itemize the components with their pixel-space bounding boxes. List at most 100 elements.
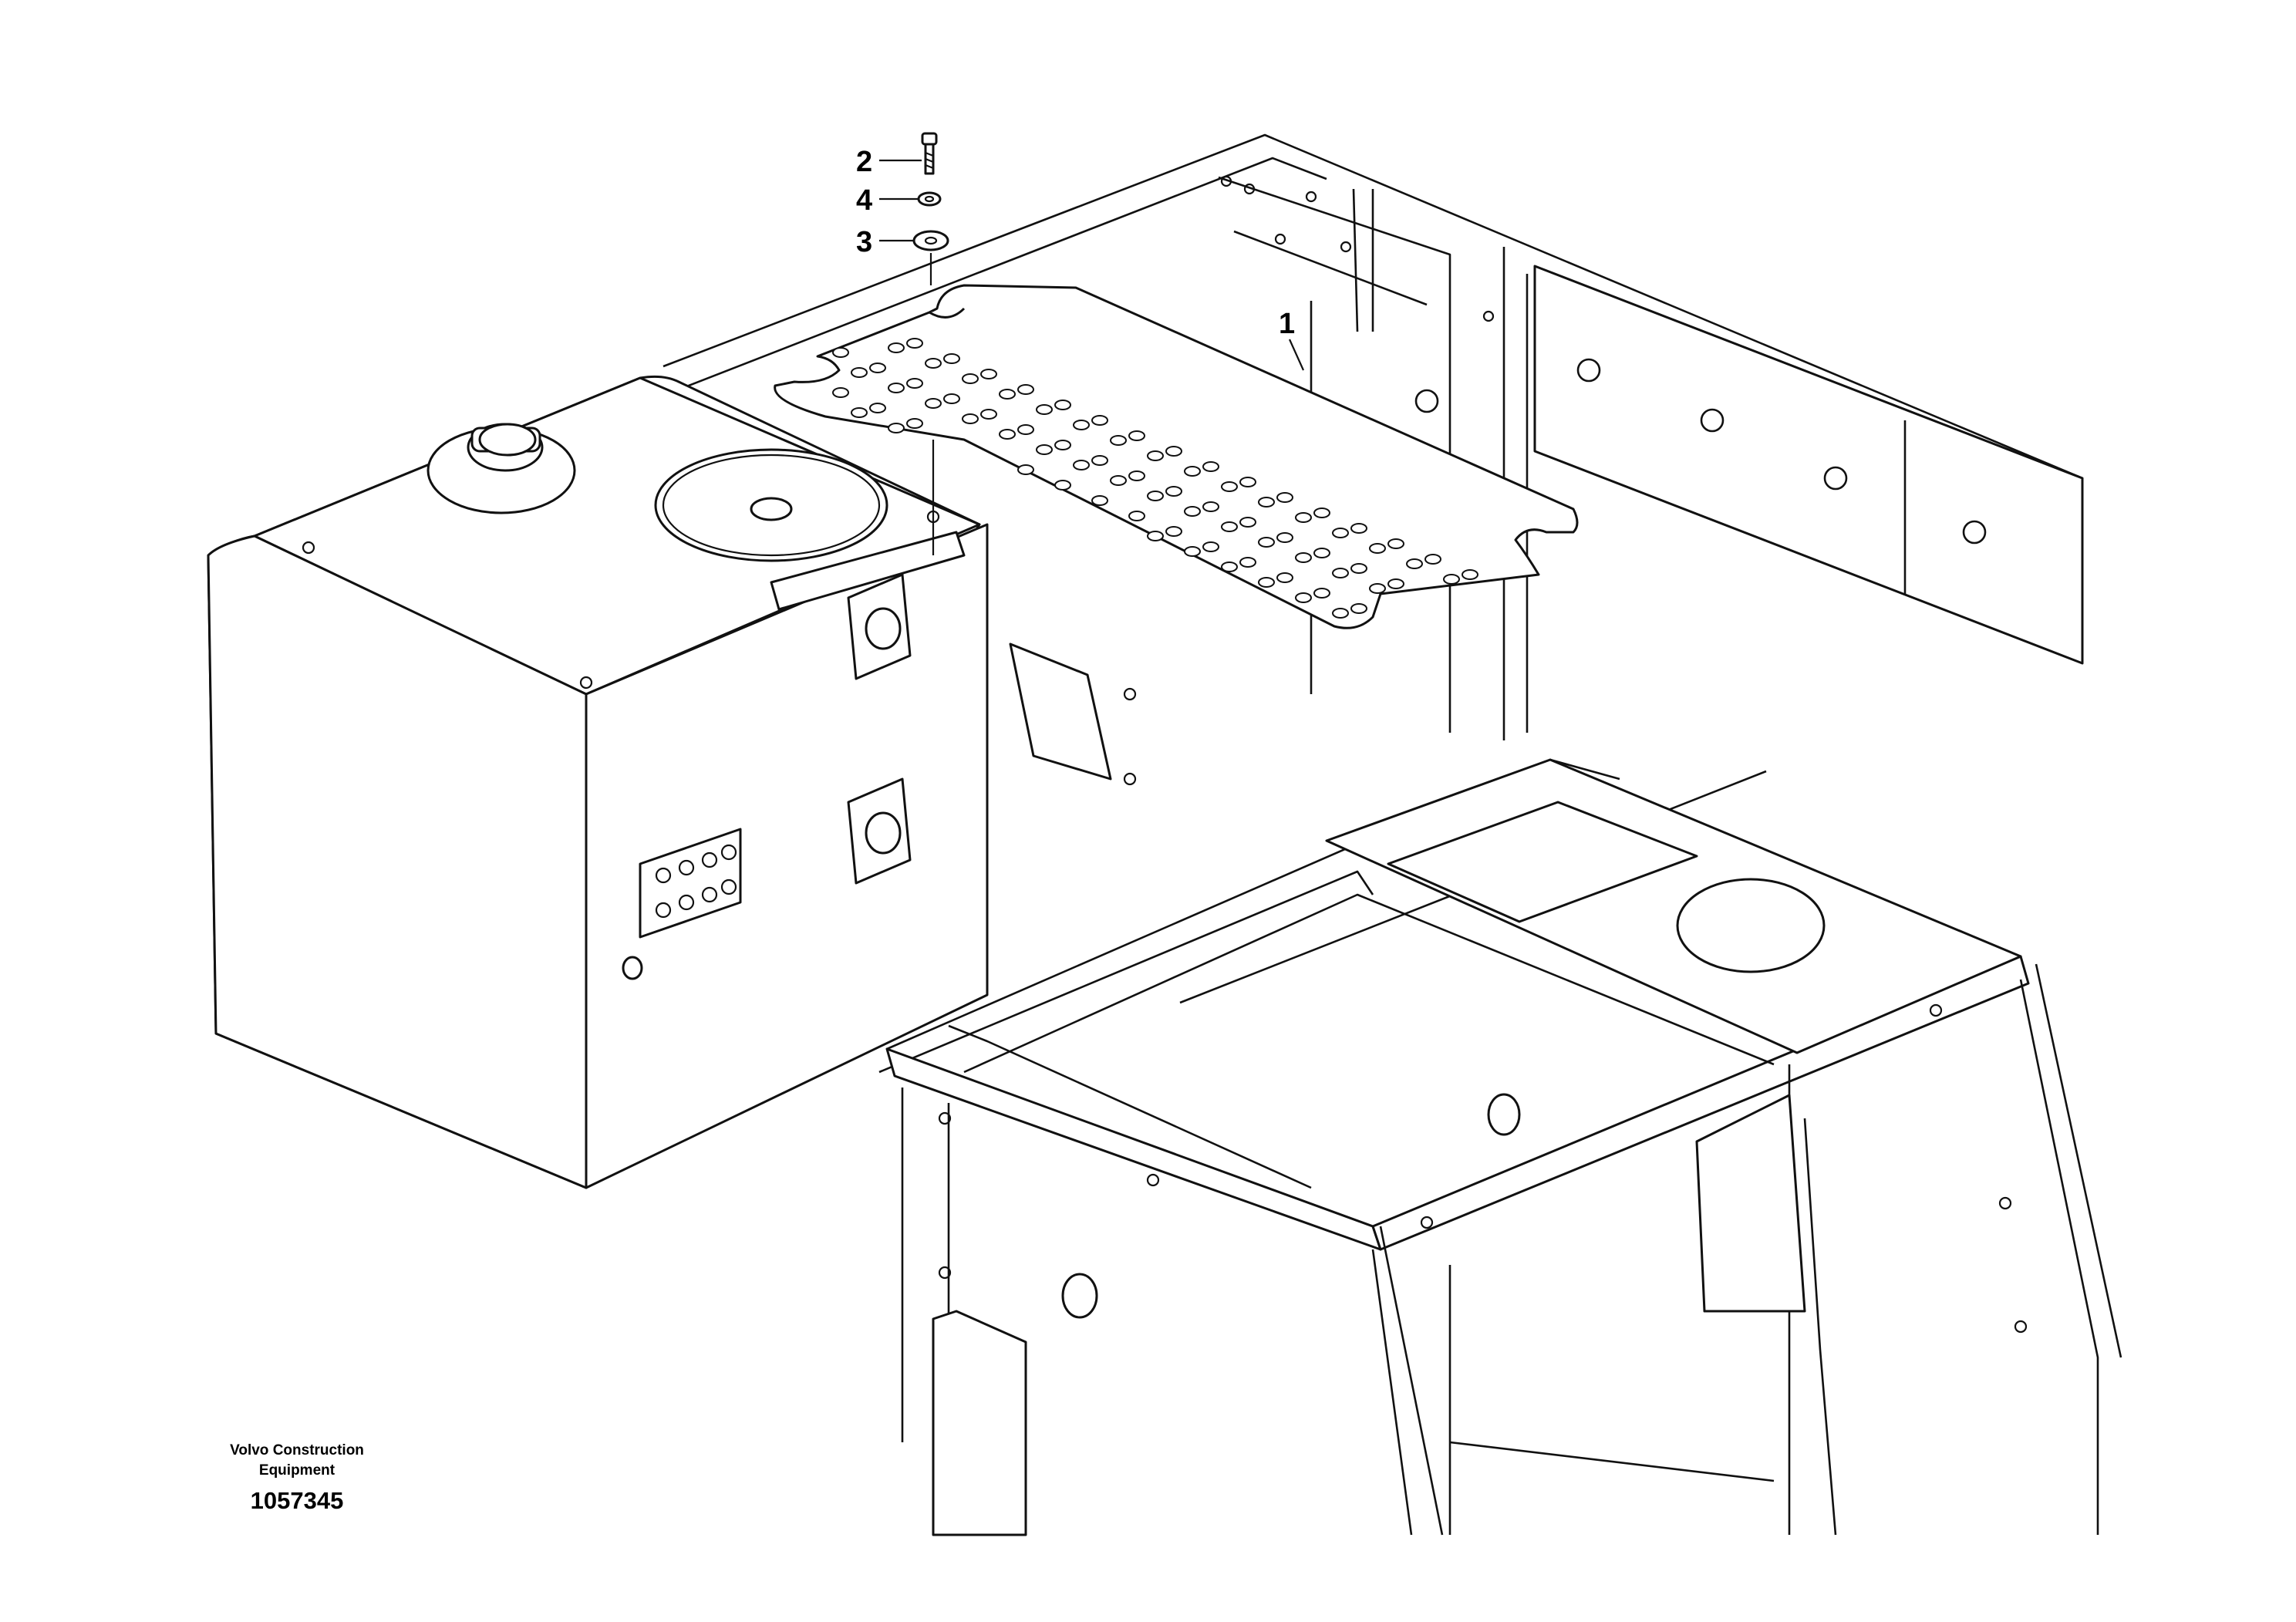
perforation-hole (925, 398, 942, 409)
perforation-hole (1054, 480, 1071, 491)
perforation-hole (999, 389, 1016, 400)
perforation-hole (1350, 563, 1367, 574)
perforation-hole (1036, 404, 1053, 415)
perforation-hole (1387, 538, 1404, 549)
perforation-hole (1239, 517, 1256, 528)
perforated-cover-plate (774, 284, 1579, 629)
perforation-hole (1128, 430, 1145, 441)
upper-frame (663, 133, 2084, 740)
perforation-hole (1369, 583, 1386, 594)
perforation-hole (1017, 464, 1034, 475)
perforation-hole (906, 338, 923, 349)
manufacturer-name-line2: Equipment (258, 1462, 335, 1479)
perforation-hole (1147, 491, 1164, 501)
perforation-hole (1332, 568, 1349, 578)
perforation-hole (1054, 440, 1071, 450)
callout-1: 1 (1279, 308, 1305, 371)
perforation-hole (1091, 495, 1108, 506)
perforation-hole (1017, 384, 1034, 395)
perforation-hole (1406, 558, 1423, 569)
manufacturer-name: Volvo Construction Equipment (181, 1441, 413, 1481)
perforation-hole (1165, 486, 1182, 497)
perforation-hole (851, 407, 868, 418)
perforation-hole (1128, 511, 1145, 521)
perforation-hole (999, 429, 1016, 440)
perforation-hole (1202, 501, 1219, 512)
lock-washer (917, 191, 942, 207)
callout-4-label: 4 (856, 184, 872, 217)
perforation-hole (1091, 455, 1108, 466)
perforation-hole (869, 403, 886, 413)
perforation-hole (1424, 554, 1441, 565)
perforation-hole (1221, 521, 1238, 532)
perforation-hole (1295, 592, 1312, 603)
perforation-hole (1258, 577, 1275, 588)
perforation-hole (1017, 424, 1034, 435)
perforation-hole (1276, 492, 1293, 503)
plain-washer (912, 230, 949, 251)
perforation-hole (1369, 543, 1386, 554)
perforation-hole (1184, 506, 1201, 517)
callout-3-label: 3 (856, 226, 872, 258)
perforation-hole (1202, 541, 1219, 552)
perforation-hole (1276, 532, 1293, 543)
perforation-hole (943, 393, 960, 404)
perforation-hole (980, 369, 997, 379)
perforation-hole (906, 378, 923, 389)
perforation-hole (1239, 477, 1256, 487)
perforation-hole (1313, 588, 1330, 599)
callout-1-label: 1 (1279, 308, 1295, 340)
perforation-hole (1036, 444, 1053, 455)
perforation-hole (1295, 552, 1312, 563)
perforation-hole (888, 423, 905, 433)
perforation-hole (888, 342, 905, 353)
perforation-hole (1350, 603, 1367, 614)
hydraulic-tank (207, 375, 1137, 1189)
perforation-hole (1462, 569, 1478, 580)
perforation-hole (1165, 526, 1182, 537)
callout-2: 2 (856, 146, 922, 178)
perforation-hole (980, 409, 997, 420)
perforation-hole (1258, 537, 1275, 548)
perforation-hole (906, 418, 923, 429)
perforation-hole (1276, 572, 1293, 583)
callout-2-label: 2 (856, 146, 872, 178)
perforation-hole (832, 387, 849, 398)
callout-3: 3 (856, 226, 914, 258)
perforation-hole (1443, 574, 1460, 585)
perforation-hole (869, 363, 886, 373)
perforation-hole (962, 373, 979, 384)
perforation-hole (1221, 561, 1238, 572)
perforation-hole (1350, 523, 1367, 534)
perforation-hole (1332, 608, 1349, 619)
perforation-hole (1147, 531, 1164, 541)
perforation-hole (1073, 460, 1090, 470)
cover-plate-holes (832, 338, 1478, 619)
perforation-hole (1387, 578, 1404, 589)
manufacturer-name-line1: Volvo Construction (230, 1442, 364, 1458)
perforation-hole (1073, 420, 1090, 430)
perforation-hole (1184, 546, 1201, 557)
explode-centerline (929, 253, 935, 555)
perforation-hole (1184, 466, 1201, 477)
perforation-hole (1147, 450, 1164, 461)
perforation-hole (1110, 435, 1127, 446)
callout-4: 4 (856, 184, 918, 217)
perforation-hole (962, 413, 979, 424)
perforation-hole (925, 358, 942, 369)
perforation-hole (1202, 461, 1219, 472)
perforation-hole (832, 347, 849, 358)
perforation-hole (888, 383, 905, 393)
perforation-hole (943, 353, 960, 364)
perforation-hole (1054, 400, 1071, 410)
perforation-hole (1128, 470, 1145, 481)
perforation-hole (1332, 528, 1349, 538)
perforation-hole (1313, 548, 1330, 558)
perforation-hole (1258, 497, 1275, 508)
perforation-hole (1313, 508, 1330, 518)
lower-frame (878, 758, 2122, 1536)
perforation-hole (1295, 512, 1312, 523)
drawing-number: 1057345 (250, 1487, 344, 1514)
perforation-hole (1221, 481, 1238, 492)
